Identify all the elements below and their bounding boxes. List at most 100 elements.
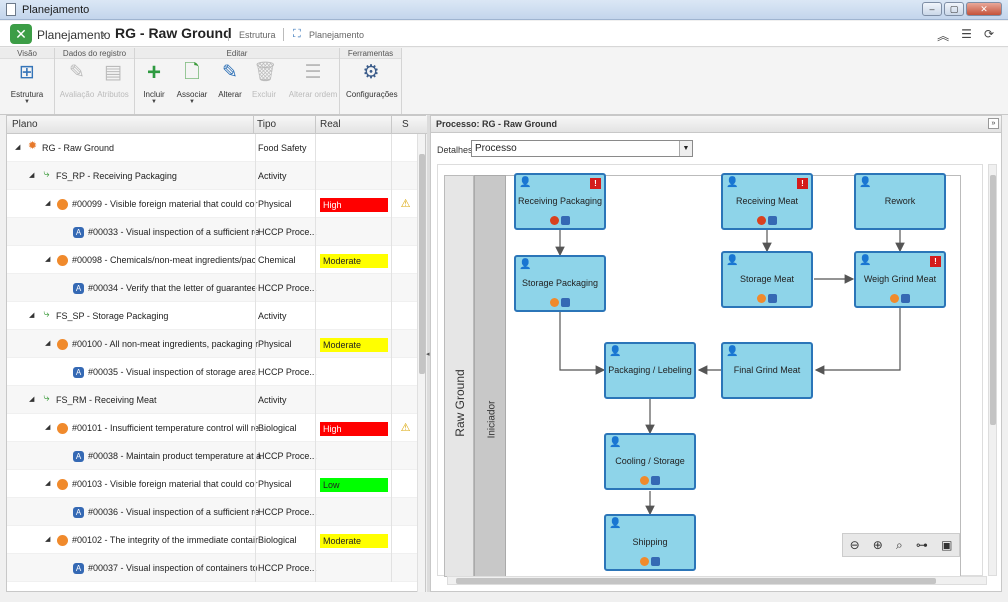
hazard-icon [57, 255, 68, 266]
configuracoes-button[interactable]: ⚙ Configurações [346, 62, 398, 114]
divider [283, 28, 284, 41]
associar-button[interactable]: 🗋 Associar ▼ [170, 62, 214, 114]
process-diagram[interactable]: Raw Ground Iniciador [437, 164, 983, 577]
task-storage-packaging[interactable]: 👤 Storage Packaging [514, 255, 606, 312]
cell-tipo: Activity [255, 162, 315, 190]
diagram-horizontal-scrollbar[interactable] [447, 576, 987, 585]
scroll-thumb[interactable] [419, 154, 425, 374]
expand-toggle-icon[interactable]: ◢ [45, 536, 51, 543]
minimize-button[interactable]: – [922, 2, 942, 16]
user-icon: 👤 [519, 259, 532, 270]
expand-toggle-icon[interactable]: ◢ [29, 172, 35, 179]
list-icon[interactable]: ☰ [961, 27, 972, 41]
incluir-button[interactable]: + Incluir ▼ [132, 61, 176, 114]
row-label: RG - Raw Ground [42, 143, 115, 153]
warning-icon: ⚠ [400, 422, 411, 434]
diagram-vertical-scrollbar[interactable] [988, 164, 997, 576]
table-row[interactable]: A#00037 - Visual inspection of container… [7, 554, 419, 582]
tab-planejamento[interactable]: Planejamento [309, 30, 365, 40]
collapse-up-icon[interactable]: ︽ [937, 29, 950, 43]
expand-toggle-icon[interactable]: ◢ [15, 144, 21, 151]
cell-plano: ◢#00103 - Visible foreign material that … [7, 470, 257, 498]
excluir-button[interactable]: 🗑 Excluir [242, 62, 286, 114]
task-receiving-meat[interactable]: 👤 ! Receiving Meat [721, 173, 813, 230]
breadcrumb-app[interactable]: Planejamento [37, 28, 111, 42]
activity-icon: ⤷ [43, 392, 50, 404]
column-header-plano[interactable]: Plano [12, 119, 38, 130]
refresh-icon[interactable]: ⟳ [983, 27, 994, 41]
risk-badge: Moderate [320, 533, 388, 548]
task-final-grind-meat[interactable]: 👤 Final Grind Meat [721, 342, 813, 399]
panel-splitter[interactable] [427, 115, 430, 592]
export-icon[interactable]: ▣ [941, 538, 953, 552]
task-label: Final Grind Meat [733, 365, 801, 375]
alterar-ordem-button[interactable]: ☰ Alterar ordem [287, 62, 339, 114]
atributos-button[interactable]: ▤ Atributos [91, 62, 135, 114]
scroll-thumb[interactable] [456, 578, 936, 584]
table-row[interactable]: ◢#00103 - Visible foreign material that … [7, 470, 419, 498]
chevron-down-icon[interactable]: ▼ [679, 141, 692, 156]
table-row[interactable]: A#00036 - Visual inspection of a suffici… [7, 498, 419, 526]
cell-plano: A#00035 - Visual inspection of storage a… [7, 358, 256, 386]
details-select[interactable]: Processo ▼ [471, 140, 693, 157]
column-header-real[interactable]: Real [320, 119, 341, 130]
expand-toggle-icon[interactable]: ◢ [45, 200, 51, 207]
zoom-fit-icon[interactable]: ⌕ [896, 537, 903, 552]
tab-estrutura[interactable]: Estrutura [239, 30, 276, 40]
hazard-icon [57, 199, 68, 210]
task-cooling-storage[interactable]: 👤 Cooling / Storage [604, 433, 696, 490]
expand-toggle-icon[interactable]: ◢ [45, 424, 51, 431]
control-icon [561, 298, 570, 307]
zoom-out-icon[interactable]: ⊖ [849, 538, 860, 552]
table-row[interactable]: ◢#00099 - Visible foreign material that … [7, 190, 419, 218]
task-shipping[interactable]: 👤 Shipping [604, 514, 696, 571]
collapse-right-icon[interactable]: » [988, 118, 999, 129]
table-row[interactable]: A#00033 - Visual inspection of a suffici… [7, 218, 419, 246]
column-header-s[interactable]: S [402, 119, 409, 130]
column-header-tipo[interactable]: Tipo [257, 119, 277, 130]
table-row[interactable]: ◢#00098 - Chemicals/non-meat ingredients… [7, 246, 419, 274]
risk-badge: Moderate [320, 337, 388, 352]
layout-icon[interactable]: ⊶ [915, 538, 928, 552]
expand-toggle-icon[interactable]: ◢ [45, 480, 51, 487]
close-button[interactable]: ✕ [966, 2, 1002, 16]
cell-status [391, 162, 419, 190]
cell-real [315, 386, 391, 414]
expand-toggle-icon[interactable]: ◢ [45, 340, 51, 347]
zoom-in-icon[interactable]: ⊕ [872, 538, 883, 552]
cell-status [391, 358, 419, 386]
alterar-button[interactable]: ✎ Alterar [208, 62, 252, 114]
table-row[interactable]: A#00034 - Verify that the letter of guar… [7, 274, 419, 302]
expand-toggle-icon[interactable]: ◢ [29, 396, 35, 403]
scroll-thumb[interactable] [990, 175, 996, 425]
splitter-arrow-icon[interactable]: ◂ [426, 351, 430, 358]
alert-icon: ! [797, 178, 808, 189]
expand-toggle-icon[interactable]: ◢ [29, 312, 35, 319]
row-label: FS_RP - Receiving Packaging [56, 171, 177, 181]
avaliacao-button[interactable]: ✎ Avaliação [55, 62, 99, 114]
cell-tipo: Food Safety [255, 134, 315, 162]
page-title: RG - Raw Ground [115, 25, 232, 41]
task-storage-meat[interactable]: 👤 Storage Meat [721, 251, 813, 308]
estrutura-button[interactable]: ⊞ Estrutura ▼ [5, 62, 49, 114]
table-row[interactable]: ◢#00102 - The integrity of the immediate… [7, 526, 419, 554]
row-label: #00037 - Visual inspection of containers… [88, 563, 258, 573]
task-rework[interactable]: 👤 Rework [854, 173, 946, 230]
cell-plano: ◢✹RG - Raw Ground [7, 134, 253, 162]
maximize-button[interactable]: ▢ [944, 2, 964, 16]
table-row[interactable]: ◢#00100 - All non-meat ingredients, pack… [7, 330, 419, 358]
cell-status [391, 246, 419, 274]
task-weigh-grind-meat[interactable]: 👤 ! Weigh Grind Meat [854, 251, 946, 308]
table-row[interactable]: ◢ #00101 - Insufficient temperature contr… [7, 414, 419, 442]
grid-scrollbar[interactable] [417, 134, 425, 592]
expand-toggle-icon[interactable]: ◢ [45, 256, 51, 263]
table-row[interactable]: A#00035 - Visual inspection of storage a… [7, 358, 419, 386]
table-row[interactable]: A#00038 - Maintain product temperature a… [7, 442, 419, 470]
task-receiving-packaging[interactable]: 👤 ! Receiving Packaging [514, 173, 606, 230]
task-packaging-labeling[interactable]: 👤 Packaging / Lebeling [604, 342, 696, 399]
row-label: #00101 - Insufficient temperature contro… [72, 423, 259, 433]
